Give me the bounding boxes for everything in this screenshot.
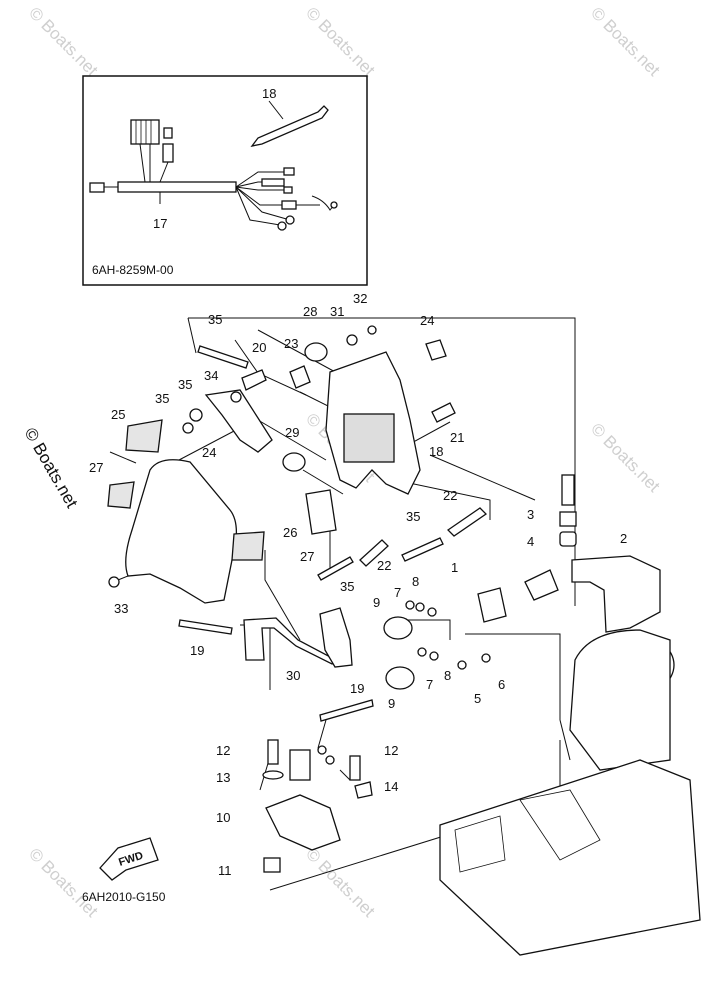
callout-11: 11 (218, 863, 232, 878)
callout-30: 32 (353, 291, 367, 306)
callout-14: 14 (384, 779, 398, 794)
figure-code: 6AH2010-G150 (82, 890, 166, 904)
fwd-arrow: FWD (99, 837, 159, 881)
callout-23: 24 (202, 445, 216, 460)
callout-2: 2 (620, 531, 627, 546)
callout-25: 27 (89, 460, 103, 475)
callout-12b: 12 (384, 743, 398, 758)
switch (477, 587, 507, 623)
pad (231, 531, 265, 561)
watermark: © Boats.net (587, 3, 664, 80)
callout-labels: 1 2 3 4 5 6 7 7 8 8 9 9 10 11 12 12 13 1… (89, 291, 627, 878)
rectifier (265, 794, 341, 851)
callout-15: 17 (153, 216, 167, 231)
callout-8: 8 (412, 574, 419, 589)
callout-28: 30 (286, 668, 300, 683)
rectifier-assembly (262, 699, 374, 873)
callout-10: 10 (216, 810, 230, 825)
callout-18b: 19 (350, 681, 364, 696)
parts-center (282, 325, 488, 567)
callout-22: 23 (284, 336, 298, 351)
callout-19: 20 (252, 340, 266, 355)
callout-3: 3 (527, 507, 534, 522)
watermark: © Boats.net (25, 844, 102, 921)
inset-part-code: 6AH-8259M-00 (92, 263, 174, 277)
callout-17: 18 (429, 444, 443, 459)
callout-12: 12 (216, 743, 230, 758)
callout-9b: 9 (388, 696, 395, 711)
watermark-vertical: © Boats.net (21, 425, 82, 512)
inset-box: 18 17 6AH-8259M-00 (82, 75, 368, 286)
callout-27: 28 (303, 304, 317, 319)
callout-26: 27 (300, 549, 314, 564)
cover (125, 459, 238, 604)
bracket (204, 389, 273, 453)
bracket-2 (571, 555, 661, 633)
callout-5: 5 (474, 691, 481, 706)
pad (125, 419, 163, 453)
watermark: © Boats.net (302, 844, 379, 921)
engine-base (439, 629, 701, 956)
pad (107, 481, 135, 509)
callout-16: 18 (262, 86, 276, 101)
watermark: © Boats.net (302, 3, 379, 80)
parts-left (107, 345, 354, 668)
callout-29: 31 (330, 304, 344, 319)
callout-24b: 26 (283, 525, 297, 540)
callout-35: 35 (208, 312, 222, 327)
cable-tie (250, 105, 329, 147)
callout-35c: 35 (340, 579, 354, 594)
callout-8b: 8 (444, 668, 451, 683)
callout-32: 34 (204, 368, 218, 383)
callout-22b: 24 (420, 313, 434, 328)
callout-24: 25 (111, 407, 125, 422)
callout-21: 22 (443, 488, 457, 503)
wire-harness (89, 119, 338, 231)
callout-18: 19 (190, 643, 204, 658)
callout-7: 7 (394, 585, 401, 600)
callout-35b: 35 (406, 509, 420, 524)
callout-33: 35 (155, 391, 169, 406)
callout-31: 33 (114, 601, 128, 616)
callout-6: 6 (498, 677, 505, 692)
parts-right (383, 474, 661, 690)
callout-20: 22 (377, 558, 391, 573)
callout-7b: 7 (426, 677, 433, 692)
watermark: © Boats.net (587, 419, 664, 496)
callout-4: 4 (527, 534, 534, 549)
callout-27b: 29 (285, 425, 299, 440)
callout-34: 35 (178, 377, 192, 392)
callout-13: 13 (216, 770, 230, 785)
callout-1: 1 (451, 560, 458, 575)
watermark: © Boats.net (25, 3, 102, 80)
link-rod (243, 617, 338, 665)
callout-9: 9 (373, 595, 380, 610)
plate (305, 489, 337, 535)
callout-19b: 21 (450, 430, 464, 445)
